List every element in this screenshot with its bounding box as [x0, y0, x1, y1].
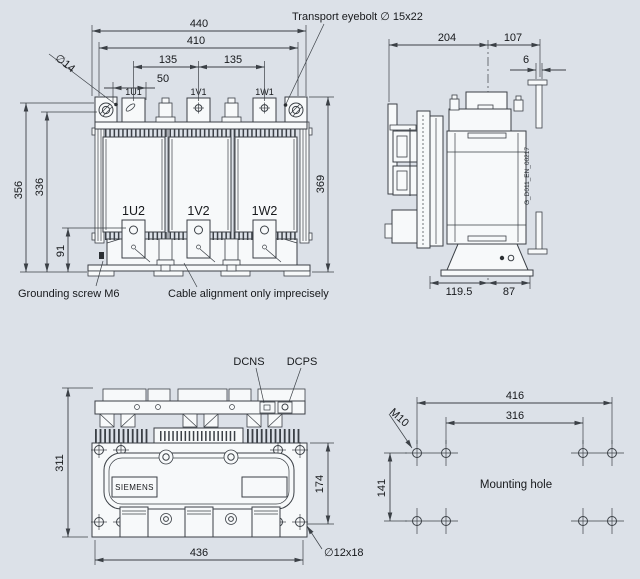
terminal-label-1w2: 1W2 [252, 204, 278, 218]
dim-410: 410 [187, 35, 205, 47]
side-window [241, 476, 288, 498]
front-view: 1U1 1V1 1W1 1U2 1V2 1W2 440 410 135 [13, 11, 423, 300]
dim-356: 356 [13, 181, 25, 199]
transport-eyebolt-left [94, 96, 118, 123]
dim-107: 107 [504, 32, 522, 44]
transport-eyebolt-note: Transport eyebolt ∅ 15x22 [292, 11, 423, 23]
terminal-plates-bottom [121, 219, 282, 263]
dcps-label: DCPS [287, 356, 318, 368]
terminal-plates-top [121, 97, 277, 123]
document-id: G_D011_EN_00217 [524, 147, 531, 205]
side-view-body: G_D011_EN_00217 [384, 40, 548, 280]
nameplate-window: SIEMENS [111, 476, 158, 498]
dim-135-left: 135 [159, 54, 177, 66]
lamination-stack-left [91, 121, 105, 244]
mounting-hole-caption: Mounting hole [480, 479, 552, 491]
dim-369: 369 [315, 175, 327, 193]
coil-legs [119, 506, 281, 538]
dc-terminal-dcps [277, 401, 293, 414]
dim-311: 311 [54, 454, 66, 472]
terminal-label-1v2: 1V2 [187, 204, 209, 218]
dim-204: 204 [438, 32, 456, 44]
spring-clamps [99, 413, 283, 428]
dim-316: 316 [506, 410, 524, 422]
dim-135-right: 135 [224, 54, 242, 66]
slot-size-label: ∅12x18 [324, 547, 364, 559]
winding-blocks [102, 136, 298, 233]
dim-416: 416 [506, 390, 524, 402]
dim-336: 336 [34, 178, 46, 196]
dim-50: 50 [157, 73, 169, 85]
dim-6: 6 [523, 54, 529, 66]
front-view-body [87, 96, 313, 277]
dim-119-5: 119.5 [446, 286, 473, 298]
dim-87: 87 [503, 286, 515, 298]
dim-91: 91 [55, 245, 67, 257]
cable-alignment-note: Cable alignment only imprecisely [168, 288, 329, 300]
grounding-screw-note: Grounding screw M6 [18, 288, 120, 300]
mounting-holes [405, 440, 624, 534]
brand-label: SIEMENS [115, 483, 154, 492]
top-view-body: SIEMENS [91, 388, 308, 538]
dim-141: 141 [376, 479, 388, 497]
mounting-bracket-top [527, 79, 548, 129]
grounding-screw [99, 252, 104, 259]
clamp-studs-top [155, 97, 242, 123]
top-view-dimensions: DCNS DCPS 311 174 436 ∅12x18 [54, 356, 364, 565]
dim-436: 436 [190, 547, 208, 559]
dcns-label: DCNS [233, 356, 264, 368]
dim-440: 440 [190, 18, 208, 30]
dim-174: 174 [314, 475, 326, 493]
transport-eyebolt-right [284, 96, 308, 123]
side-view: G_D011_EN_00217 204 107 6 119.5 87 [384, 32, 566, 298]
mounting-bracket-bottom [527, 211, 548, 255]
side-dimensions: 204 107 6 119.5 87 [388, 32, 566, 298]
dc-terminal-dcns [259, 401, 276, 414]
lamination-stack-right [299, 121, 313, 244]
top-view: SIEMENS DCNS DCPS 311 [54, 356, 364, 565]
clamp-studs-bottom [156, 238, 241, 272]
terminal-label-1u2: 1U2 [122, 204, 145, 218]
front-terminal-labels: 1U1 1V1 1W1 1U2 1V2 1W2 [122, 87, 277, 218]
